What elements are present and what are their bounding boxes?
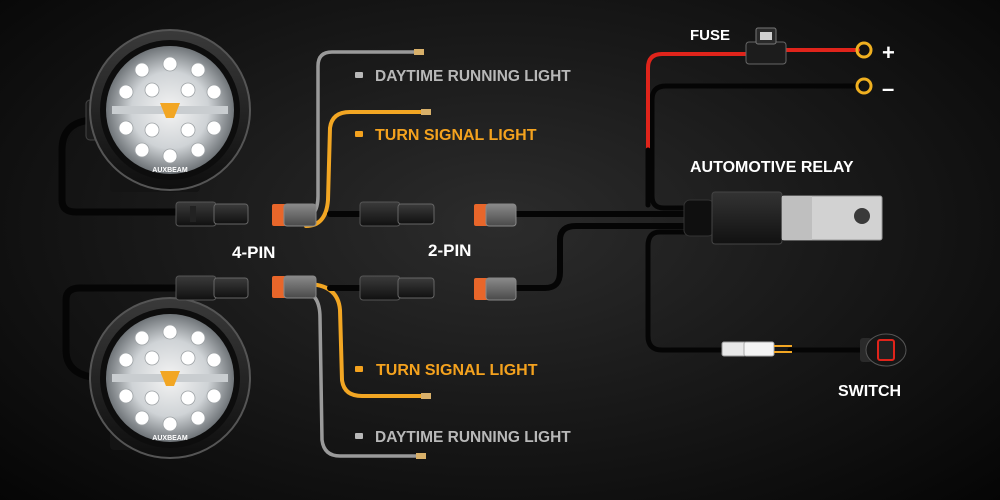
labels: FUSE + – AUTOMOTIVE RELAY SWITCH 4-PIN 2… — [232, 27, 901, 446]
bullet-turn-top — [355, 131, 363, 137]
bullet-turn-bottom — [355, 366, 363, 372]
label-2-pin: 2-PIN — [428, 241, 471, 260]
switch-connector — [721, 341, 792, 357]
connector-icon — [272, 203, 317, 227]
terminal-icon — [855, 77, 873, 95]
wire-tip-gray-bottom — [416, 453, 426, 459]
connector-icon — [175, 275, 249, 301]
connector-icon — [474, 277, 517, 301]
wire-black-top-lamp — [58, 116, 184, 216]
label-turn-top: TURN SIGNAL LIGHT — [375, 127, 537, 144]
switch-icon — [860, 333, 907, 367]
relay-icon — [683, 191, 883, 245]
wire-yellow-bottom — [304, 282, 427, 398]
label-switch: SWITCH — [838, 383, 901, 400]
connector-icon — [175, 201, 249, 227]
connector-icon — [272, 275, 317, 299]
led-light-icon: AUXBEAM — [85, 29, 251, 192]
label-relay: AUTOMOTIVE RELAY — [690, 159, 854, 176]
wire-black-ground — [649, 83, 861, 211]
fuse-icon — [745, 27, 787, 65]
label-minus: – — [882, 76, 894, 101]
bullet-drl-top — [355, 72, 363, 78]
brand-label-top: AUXBEAM — [152, 167, 188, 174]
wire-yellow-top — [304, 110, 427, 228]
wire-black-bottom-lamp — [62, 284, 184, 382]
led-light-icon: AUXBEAM — [89, 297, 251, 459]
wire-tip-yellow-bottom — [421, 393, 431, 399]
label-plus: + — [882, 40, 895, 65]
connector-icon — [359, 201, 435, 227]
wire-red-power — [646, 52, 750, 152]
wire-trunk-bottom — [512, 223, 693, 291]
terminal-icon — [855, 41, 873, 59]
connector-icon — [359, 275, 435, 301]
wire-black-switch — [645, 229, 731, 353]
label-drl-bottom: DAYTIME RUNNING LIGHT — [375, 429, 571, 446]
brand-label-bottom: AUXBEAM — [152, 435, 188, 442]
label-fuse: FUSE — [690, 27, 730, 44]
label-turn-bottom: TURN SIGNAL LIGHT — [376, 362, 538, 379]
label-4-pin: 4-PIN — [232, 243, 275, 262]
connector-icon — [474, 203, 517, 227]
wire-tip-gray-top — [414, 49, 424, 55]
wire-tip-yellow-top — [421, 109, 431, 115]
bullet-drl-bottom — [355, 433, 363, 439]
label-drl-top: DAYTIME RUNNING LIGHT — [375, 68, 571, 85]
wire-tips — [414, 49, 431, 459]
